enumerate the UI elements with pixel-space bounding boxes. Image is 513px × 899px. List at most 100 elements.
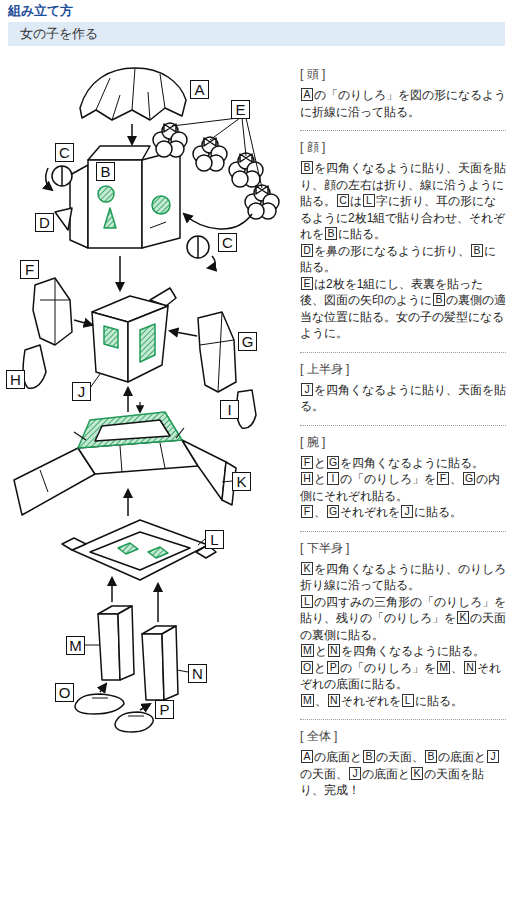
illustration-shape xyxy=(111,578,113,602)
illustration-shape xyxy=(237,390,256,428)
part-letter-box: J xyxy=(72,382,91,401)
illustration-shape xyxy=(197,236,199,258)
text-run: 、 xyxy=(315,694,327,708)
part-letter-box: F xyxy=(20,260,39,279)
part-letter-box: O xyxy=(55,683,74,702)
node-text: A xyxy=(194,81,204,98)
illustration-shape xyxy=(92,312,128,382)
inline-part-letter: G xyxy=(327,505,339,518)
illustration-shape xyxy=(95,420,170,441)
instruction-text: Lの四すみの三角形の「のりしろ」を貼り、残りの「のりしろ」をKの天面の裏側に貼る… xyxy=(300,594,506,644)
section-heading: [ 上半身 ] xyxy=(300,361,506,377)
node-text: O xyxy=(59,684,71,701)
instruction-section: [ 頭 ]Aの「のりしろ」を図の形になるように折線に沿って貼る。 xyxy=(300,58,506,131)
inline-part-letter: K xyxy=(411,767,423,780)
node-text: B xyxy=(100,163,110,180)
instruction-section: [ 全体 ]Aの底面とBの天面、Bの底面とJの天面、Jの底面とKの天面を貼り、完… xyxy=(300,720,506,809)
illustration-shape xyxy=(128,306,168,382)
text-run: を四角くなるように貼る。 xyxy=(341,644,485,658)
illustration-shape xyxy=(142,634,164,700)
inline-part-letter: D xyxy=(301,244,313,257)
text-run: の天面、 xyxy=(376,750,424,764)
node-text: F xyxy=(25,261,34,278)
face-part xyxy=(70,146,180,248)
inline-part-letter: M xyxy=(437,661,450,674)
illustration-shape xyxy=(74,320,92,325)
text-run: 、 xyxy=(314,505,326,519)
instruction-text: Eは2枚を1組にし、表裏を貼った後、図面の矢印のようにBの裏側の適当な位置に貼る… xyxy=(300,276,506,342)
inline-part-letter: O xyxy=(301,661,313,674)
node-text: N xyxy=(192,665,203,682)
instruction-text: M、NそれぞれをLに貼る。 xyxy=(300,693,506,710)
instruction-text: MとNを四角くなるように貼る。 xyxy=(300,643,506,660)
illustration-shape xyxy=(200,312,234,392)
inline-part-letter: J xyxy=(487,750,499,763)
part-letter-box: D xyxy=(35,213,54,232)
node-text: G xyxy=(242,333,254,350)
part-letter-box: K xyxy=(232,472,251,491)
illustration-shape xyxy=(74,402,184,440)
illustration-shape xyxy=(100,684,106,692)
illustration-shape xyxy=(33,278,72,345)
inline-part-letter: L xyxy=(301,595,313,608)
instruction-text: F、GそれぞれをJに貼る。 xyxy=(300,504,506,521)
inline-part-letter: B xyxy=(301,161,313,174)
illustration-shape xyxy=(23,345,46,388)
part-letter-box: A xyxy=(190,80,209,99)
instruction-section: [ 下半身 ] Kを四角くなるように貼り、のりしろ折り線に沿って貼る。Lの四すみの… xyxy=(300,532,506,721)
instruction-text: Kを四角くなるように貼り、のりしろ折り線に沿って貼る。 xyxy=(300,561,506,594)
ear-part xyxy=(46,166,215,268)
inline-part-letter: B xyxy=(325,227,337,240)
part-letter-box: I xyxy=(220,400,239,419)
head-part xyxy=(80,68,186,120)
part-letter-box: M xyxy=(66,636,85,655)
node-text: M xyxy=(69,637,82,654)
illustration-shape xyxy=(140,324,155,362)
inline-part-letter: J xyxy=(401,505,413,518)
text-run: それぞれを xyxy=(340,505,400,519)
inline-part-letter: C xyxy=(337,194,349,207)
inline-part-letter: N xyxy=(464,661,476,674)
text-run: の底面と xyxy=(314,750,362,764)
inline-part-letter: L xyxy=(402,694,414,707)
illustration-shape xyxy=(182,440,226,500)
inline-part-letter: B xyxy=(363,750,375,763)
node-text: E xyxy=(235,101,245,118)
inline-part-letter: J xyxy=(349,767,361,780)
illustration-shape xyxy=(142,150,180,248)
text-run: の底面と xyxy=(438,750,486,764)
illustration-shape xyxy=(46,168,52,190)
text-run: の天面、 xyxy=(300,767,348,781)
text-run: [ 腕 ] xyxy=(300,435,325,449)
illustration-shape xyxy=(40,278,70,345)
node-text: I xyxy=(227,401,231,418)
illustration-shape xyxy=(78,412,182,448)
illustration-shape xyxy=(208,256,215,268)
instruction-text: Aの「のりしろ」を図の形になるように折線に沿って貼る。 xyxy=(300,87,506,120)
inline-part-letter: A xyxy=(301,750,313,763)
skirt-part xyxy=(14,402,236,515)
illustration-shape xyxy=(152,196,170,214)
instruction-text: Aの底面とBの天面、Bの底面とJの天面、Jの底面とKの天面を貼り、完成！ xyxy=(300,749,506,799)
inline-part-letter: L xyxy=(363,194,375,207)
illustration-shape xyxy=(184,214,252,229)
text-run: [ 下半身 ] xyxy=(300,541,349,555)
text-run: に貼る。 xyxy=(415,694,463,708)
illustration-shape xyxy=(187,236,209,258)
illustration-shape xyxy=(104,326,118,348)
illustration-shape xyxy=(115,712,153,732)
section-heading: [ 顔 ] xyxy=(300,139,506,155)
illustration-shape xyxy=(52,166,72,186)
illustration-shape xyxy=(90,374,100,388)
node-text: J xyxy=(78,383,86,400)
hair-part xyxy=(153,118,279,229)
illustration-shape xyxy=(245,185,279,219)
part-letter-box: B xyxy=(96,162,115,181)
part-letter-box: C xyxy=(218,233,237,252)
part-letter-box: C xyxy=(55,143,74,162)
inline-part-letter: K xyxy=(457,611,469,624)
torso-part xyxy=(92,288,176,382)
text-run: 、 xyxy=(451,661,463,675)
illustration-shape xyxy=(61,166,63,186)
illustration-shape xyxy=(98,614,120,680)
